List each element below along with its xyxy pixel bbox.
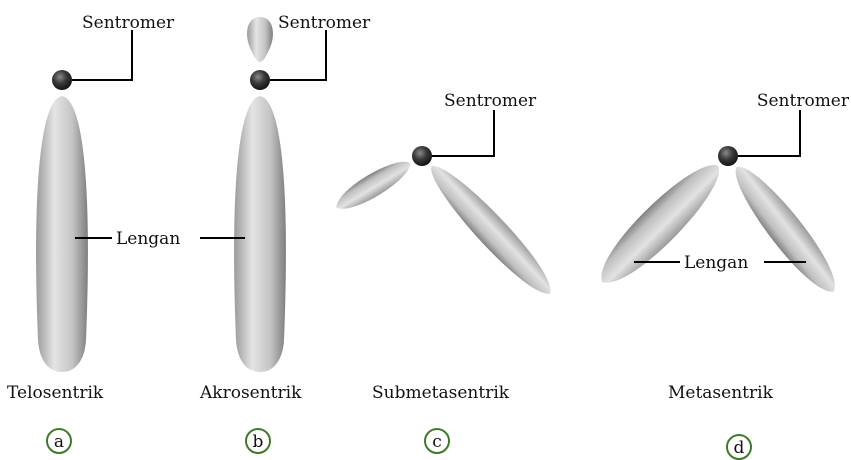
centromere-label-c: Sentromer (444, 91, 537, 111)
panel-b: Sentromer Akrosentrik b (199, 13, 371, 453)
chromosome-d-right-arm (724, 157, 847, 302)
centromere-c (412, 146, 432, 166)
type-label-b: Akrosentrik (199, 383, 302, 403)
chromosome-b-short-arm (247, 17, 273, 62)
type-label-a: Telosentrik (7, 383, 104, 403)
centromere-leader-b (270, 30, 326, 80)
panel-d: Sentromer Lengan Metasentrik d (588, 91, 850, 459)
centromere-b (250, 70, 270, 90)
chromosome-b-long-arm (234, 96, 286, 372)
arm-label-a: Lengan (116, 229, 180, 249)
chromosome-c-short-arm (330, 154, 415, 218)
centromere-label-d: Sentromer (757, 91, 850, 111)
panel-c: Sentromer Submetasentrik c (330, 91, 561, 453)
centromere-leader-a (72, 30, 132, 80)
panel-letter-d: d (734, 438, 745, 458)
panel-a: Sentromer Lengan Telosentrik a (7, 13, 180, 453)
chromosome-d-left-arm (588, 152, 732, 296)
chromosome-c-long-arm (421, 156, 562, 304)
type-label-c: Submetasentrik (372, 383, 510, 403)
centromere-d (718, 146, 738, 166)
centromere-a (52, 70, 72, 90)
centromere-leader-d (738, 110, 800, 156)
centromere-leader-c (432, 110, 494, 156)
arm-label-d: Lengan (684, 253, 748, 273)
panel-letter-b: b (253, 432, 264, 452)
centromere-label-a: Sentromer (82, 13, 175, 33)
type-label-d: Metasentrik (668, 383, 774, 403)
panel-letter-a: a (54, 432, 64, 452)
chromosome-a-arm (36, 96, 88, 372)
centromere-label-b: Sentromer (278, 13, 371, 33)
panel-letter-c: c (432, 432, 442, 452)
